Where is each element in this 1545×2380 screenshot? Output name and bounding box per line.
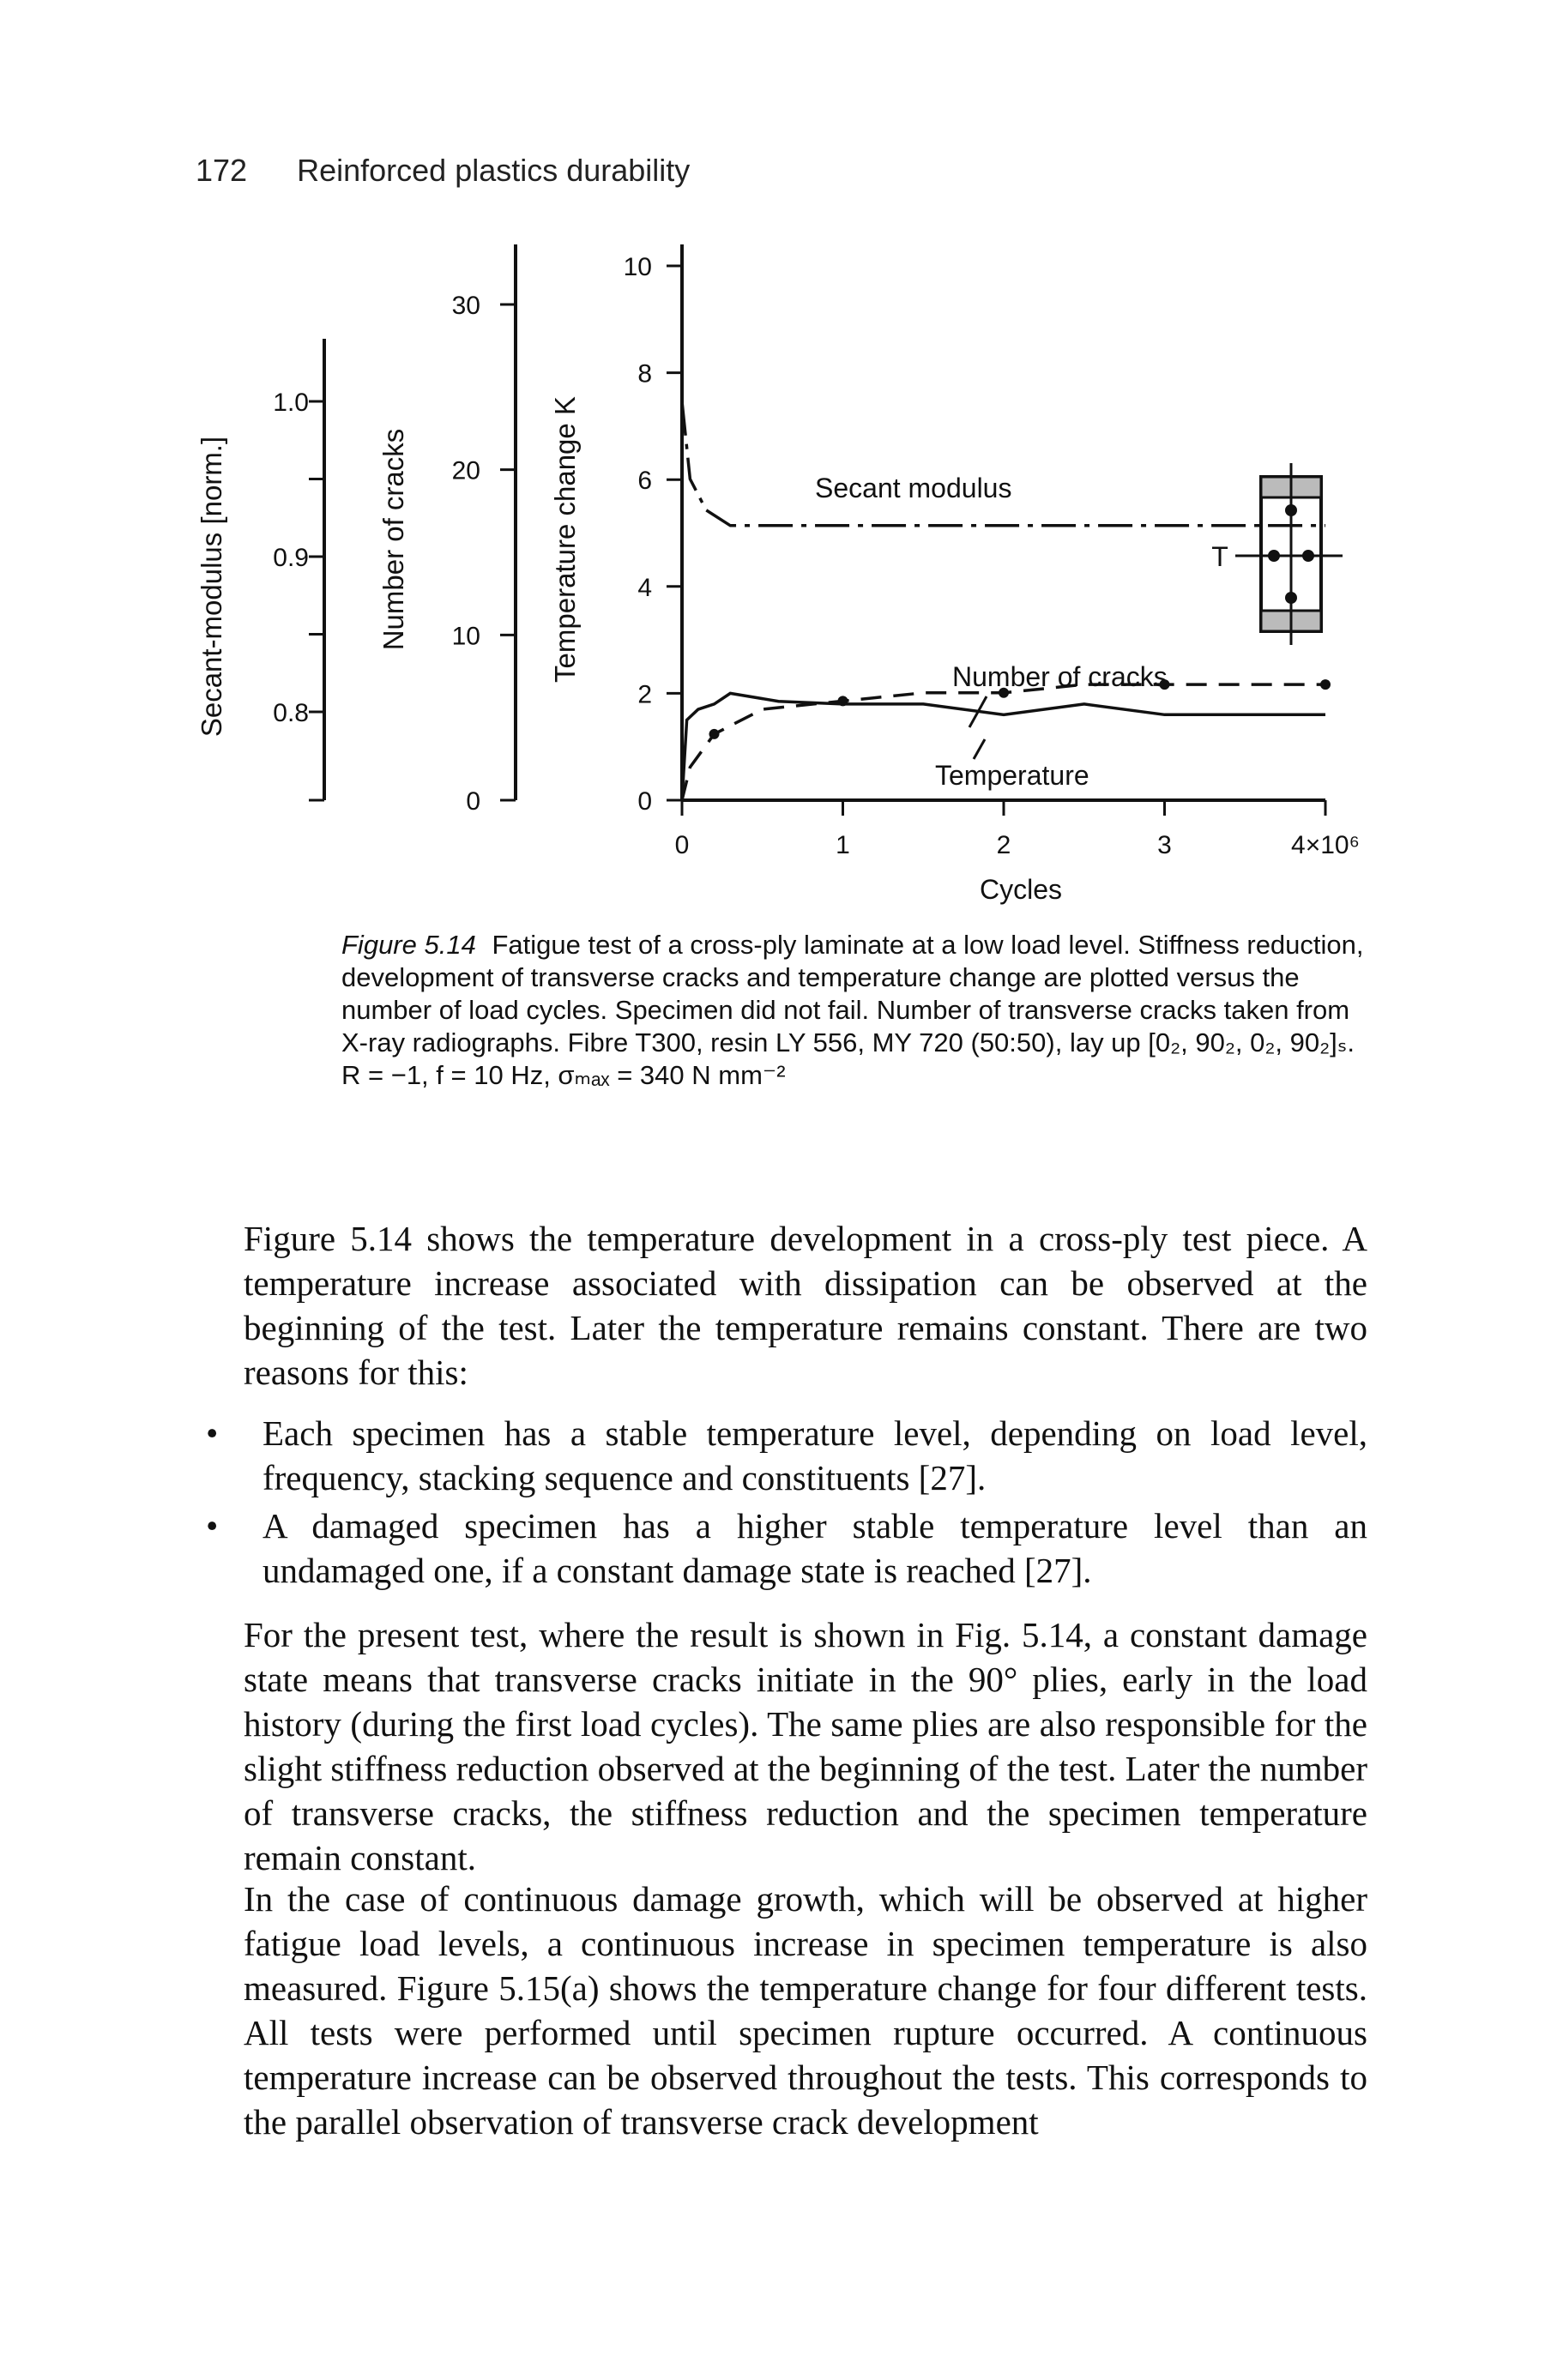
series-label-2: Temperature	[935, 760, 1089, 791]
paragraph-3: In the case of continuous damage growth,…	[244, 1877, 1367, 2144]
x-tick-label: 4×10⁶	[1291, 831, 1360, 859]
paragraph-1: Figure 5.14 shows the temperature develo…	[244, 1216, 1367, 1395]
x-tick-label: 2	[997, 831, 1011, 859]
running-head: 172 Reinforced plastics durability	[196, 153, 690, 189]
series-label-0: Secant modulus	[815, 473, 1011, 503]
paragraph-3-text: In the case of continuous damage growth,…	[244, 1879, 1367, 2142]
series-point-cracks	[1159, 679, 1170, 690]
paragraph-2: For the present test, where the result i…	[244, 1612, 1367, 1880]
y-axis-label-cracks: Number of cracks	[377, 429, 409, 651]
figure-caption: Figure 5.14 Fatigue test of a cross-ply …	[341, 929, 1371, 1092]
bullet-item-1: Each specimen has a stable temperature l…	[189, 1411, 1367, 1500]
series-point-cracks	[709, 728, 720, 739]
y-tick-label-cracks: 30	[452, 292, 480, 320]
label-pointer-temperature	[972, 738, 987, 760]
y-tick-label-temperature: 0	[637, 787, 652, 816]
paragraph-1-text: Figure 5.14 shows the temperature develo…	[244, 1219, 1367, 1392]
y-tick-label-secant: 1.0	[273, 389, 309, 417]
series-point-cracks	[999, 687, 1009, 698]
specimen-sketch: T	[1211, 463, 1343, 645]
chart-axes	[309, 244, 1327, 816]
y-tick-label-cracks: 10	[452, 622, 480, 650]
x-tick-label: 3	[1157, 831, 1172, 859]
x-tick-label: 0	[675, 831, 690, 859]
series-label-1: Number of cracks	[952, 661, 1168, 692]
y-tick-label-temperature: 10	[624, 253, 652, 281]
x-tick-label: 1	[836, 831, 850, 859]
series-point-cracks	[1320, 679, 1331, 690]
series-line-1	[680, 683, 1325, 801]
y-tick-label-secant: 0.9	[273, 544, 309, 572]
running-title: Reinforced plastics durability	[297, 153, 691, 188]
y-tick-label-temperature: 8	[637, 360, 652, 389]
y-tick-label-temperature: 6	[637, 467, 652, 495]
series-line-0	[680, 401, 1325, 527]
chart-series	[680, 401, 1331, 801]
y-axis-label-secant: Secant-modulus [norm.]	[196, 437, 227, 737]
bullet-item-2: A damaged specimen has a higher stable t…	[189, 1503, 1367, 1593]
y-tick-label-secant: 0.8	[273, 699, 309, 727]
caption-text: Fatigue test of a cross-ply laminate at …	[341, 930, 1364, 1090]
y-tick-label-temperature: 4	[637, 574, 652, 602]
bullet-list: Each specimen has a stable temperature l…	[189, 1411, 1367, 1596]
specimen-label-t: T	[1211, 541, 1228, 572]
series-line-2	[680, 691, 1325, 801]
paragraph-2-text: For the present test, where the result i…	[244, 1615, 1367, 1877]
y-axis-label-temperature: Temperature change K	[549, 396, 581, 683]
y-tick-label-cracks: 0	[466, 787, 480, 816]
x-axis-label: Cycles	[980, 874, 1062, 905]
figure-label: Figure 5.14	[341, 930, 476, 960]
y-tick-label-temperature: 2	[637, 680, 652, 708]
y-tick-label-cracks: 20	[452, 457, 480, 485]
page-number: 172	[196, 153, 248, 188]
